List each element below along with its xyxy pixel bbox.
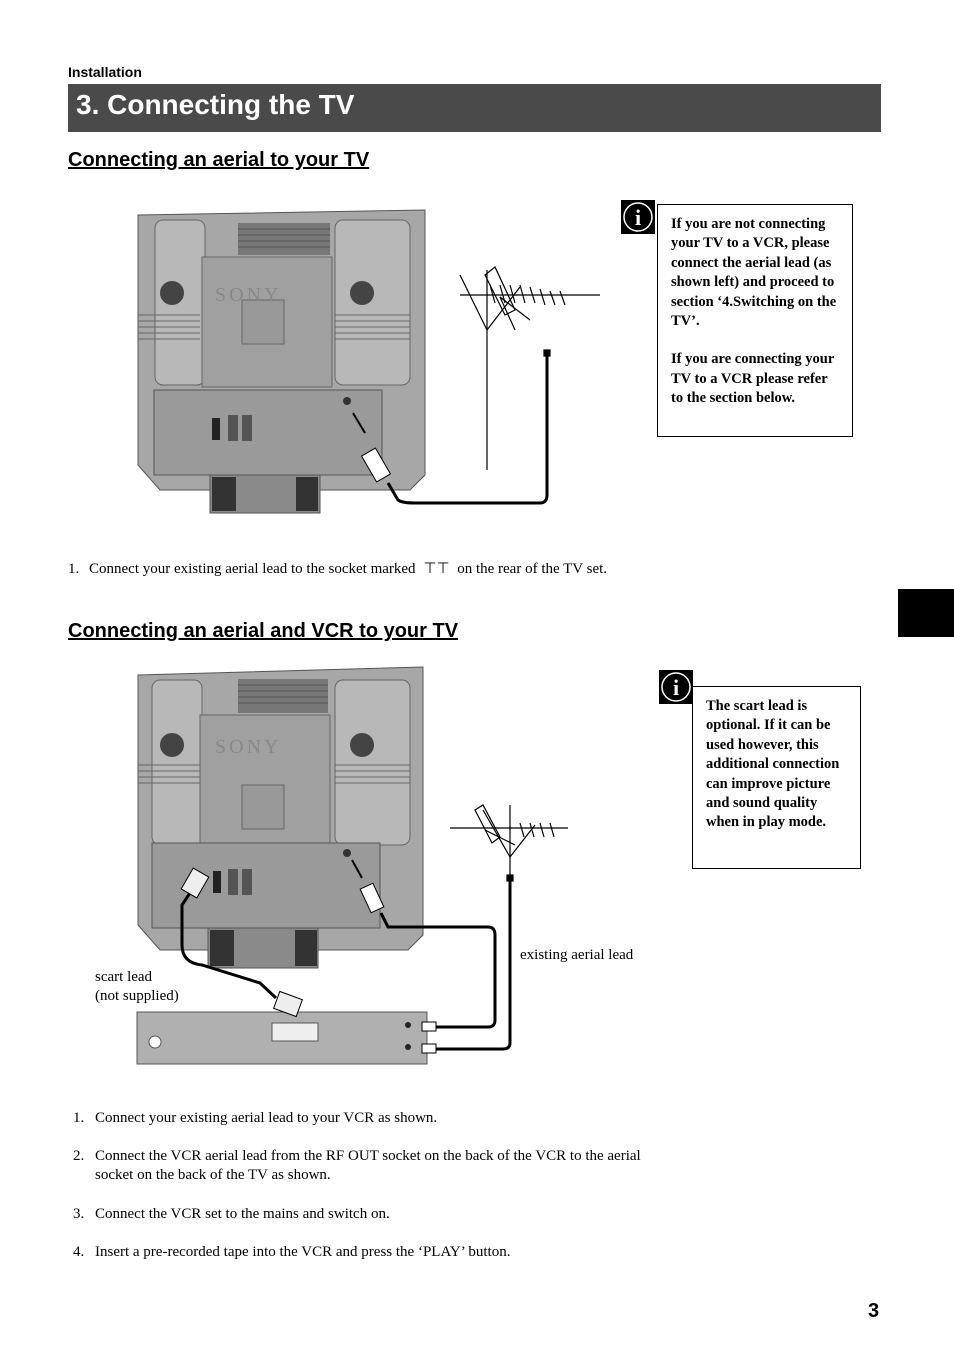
section-label: Installation xyxy=(68,64,142,80)
title-bar xyxy=(68,84,881,132)
list-item: 1. Connect your existing aerial lead to … xyxy=(73,1109,693,1129)
label-not-supplied: (not supplied) xyxy=(95,988,179,1004)
info-note-scart: The scart lead is optional. If it can be… xyxy=(692,686,861,869)
tv-brand-logo: SONY xyxy=(215,736,281,758)
tv-rear-illustration xyxy=(137,209,426,514)
tv-brand-logo: SONY xyxy=(215,284,281,306)
step-number: 1. xyxy=(73,1110,85,1126)
step-aerial: 1. Connect your existing aerial lead to … xyxy=(68,559,607,579)
step-text: Insert a pre-recorded tape into the VCR … xyxy=(95,1244,511,1260)
tv-aerial-diagram: SONY xyxy=(137,209,600,514)
step-text: Connect the VCR aerial lead from the RF … xyxy=(95,1148,641,1184)
scart-lead-cable xyxy=(180,867,303,1018)
step-number: 4. xyxy=(73,1244,85,1260)
section-tab-marker xyxy=(898,589,954,637)
step-text: on the rear of the TV set. xyxy=(457,561,608,577)
step-number: 1. xyxy=(68,561,80,577)
step-text: Connect your existing aerial lead to you… xyxy=(95,1110,438,1126)
list-item: 4. Insert a pre-recorded tape into the V… xyxy=(73,1243,693,1263)
note-paragraph: The scart lead is optional. If it can be… xyxy=(706,698,840,831)
section-heading-aerial: Connecting an aerial to your TV xyxy=(68,149,370,171)
note-paragraph: If you are not connecting your TV to a V… xyxy=(671,216,837,330)
note-paragraph: If you are connecting your TV to a VCR p… xyxy=(671,351,834,407)
step-number: 2. xyxy=(73,1148,85,1164)
aerial-antenna-icon xyxy=(459,266,600,470)
list-item: 3. Connect the VCR set to the mains and … xyxy=(73,1205,693,1225)
aerial-antenna-icon xyxy=(450,804,568,883)
aerial-plug-and-cable xyxy=(352,350,549,505)
svg-text:i: i xyxy=(635,205,641,230)
section-heading-vcr: Connecting an aerial and VCR to your TV xyxy=(68,620,459,642)
step-text: Connect the VCR set to the mains and swi… xyxy=(95,1206,390,1222)
step-text: Connect your existing aerial lead to the… xyxy=(89,561,416,577)
vcr-rear-illustration xyxy=(136,1011,428,1065)
info-icon: i xyxy=(659,670,693,704)
label-existing-aerial-lead: existing aerial lead xyxy=(520,947,634,963)
info-icon: i xyxy=(621,200,655,234)
list-item: 2. Connect the VCR aerial lead from the … xyxy=(73,1147,693,1187)
aerial-socket-symbol: ⊤⊤ xyxy=(423,559,450,577)
step-number: 3. xyxy=(73,1206,85,1222)
vcr-aerial-cable xyxy=(351,859,512,1054)
page-number: 3 xyxy=(868,1300,880,1322)
tv-vcr-diagram: SONY xyxy=(136,666,568,1065)
info-note-aerial: If you are not connecting your TV to a V… xyxy=(657,204,853,437)
page-title: 3. Connecting the TV xyxy=(76,89,355,120)
label-scart-lead: scart lead xyxy=(95,969,153,985)
svg-text:i: i xyxy=(673,675,679,700)
